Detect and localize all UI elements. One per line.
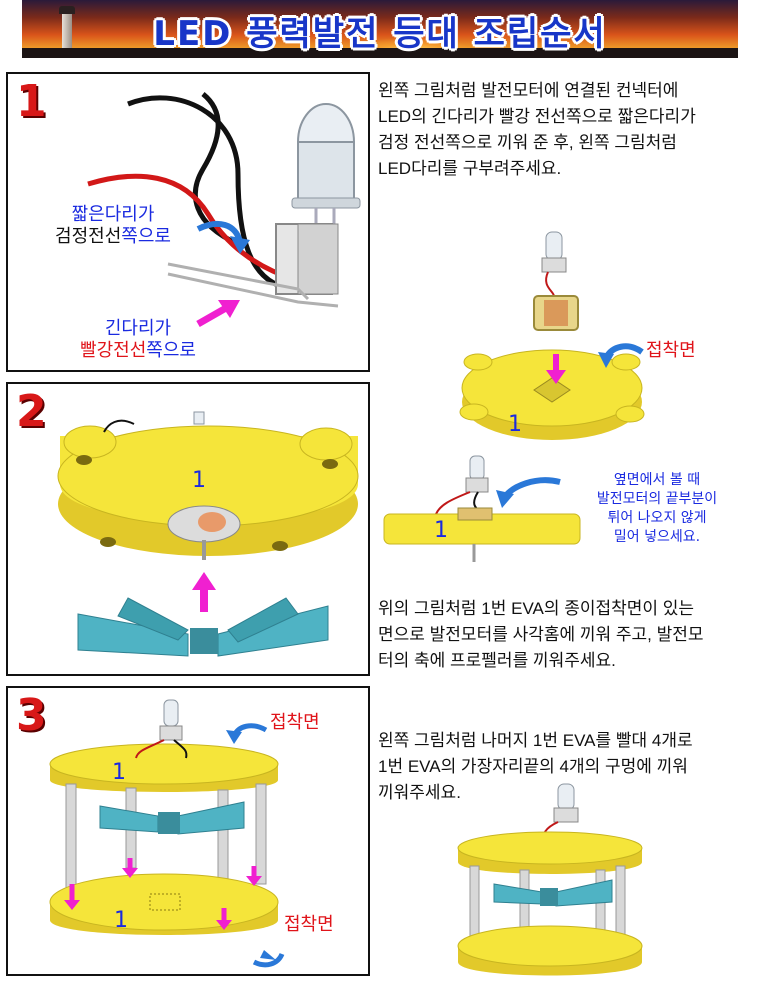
step-3-description: 왼쪽 그림처럼 나머지 1번 EVA를 빨대 4개로 1번 EVA의 가장자리끝… <box>378 728 750 806</box>
desc-line: 검정 전선쪽으로 끼워 준 후, 왼쪽 그림처럼 <box>378 133 677 152</box>
adhesive-label-top: 접착면 <box>270 712 320 733</box>
adhesive-label-side: 접착면 <box>646 340 696 361</box>
note-line: 튀어 나오지 않게 <box>607 510 707 526</box>
desc-line: LED의 긴다리가 빨강 전선쪽으로 짧은다리가 <box>378 107 696 126</box>
step-2-description: 위의 그림처럼 1번 EVA의 종이접착면이 있는 면으로 발전모터를 사각홈에… <box>378 596 758 674</box>
desc-line: 끼워주세요. <box>378 783 461 802</box>
part-number-top: 1 <box>112 760 126 785</box>
step-1-panel: 1 짧은다리가 검정전선쪽으로 긴다리가 빨강전선쪽으로 <box>6 72 370 372</box>
desc-line: 면으로 발전모터를 사각홈에 끼워 주고, 발전모 <box>378 625 704 644</box>
desc-line: 위의 그림처럼 1번 EVA의 종이접착면이 있는 <box>378 599 695 618</box>
long-leg-line1: 긴다리가 <box>104 318 172 339</box>
straw-assembly-illustration <box>49 699 285 968</box>
part-number: 1 <box>192 468 206 493</box>
propeller-attach-illustration <box>57 411 359 657</box>
short-leg-line1: 짧은다리가 <box>71 204 155 225</box>
header-banner: LED 풍력발전 등대 조립순서 <box>22 0 738 58</box>
step-2-panel: 2 1 <box>6 382 370 676</box>
note-line: 밀어 넣으세요. <box>613 529 701 545</box>
part-number-side: 1 <box>434 518 448 543</box>
led-connector-illustration <box>87 92 361 328</box>
short-leg-suffix: 쪽으로 <box>121 226 171 247</box>
side-view-note: 옆면에서 볼 때 발전모터의 끝부분이 튀어 나오지 않게 밀어 넣으세요. <box>560 471 754 547</box>
note-line: 발전모터의 끝부분이 <box>596 491 718 507</box>
horizon <box>22 48 738 58</box>
desc-line: 왼쪽 그림처럼 나머지 1번 EVA를 빨대 4개로 <box>378 731 693 750</box>
lighthouse-icon <box>59 6 75 50</box>
desc-line: 터의 축에 프로펠러를 끼워주세요. <box>378 651 616 670</box>
note-line: 옆면에서 볼 때 <box>613 472 701 488</box>
part-number-bottom: 1 <box>114 908 128 933</box>
part-number-disc: 1 <box>508 412 522 437</box>
long-leg-label: 긴다리가 빨강전선쪽으로 <box>48 318 228 362</box>
step-number: 1 <box>16 76 47 127</box>
short-leg-black-wire: 검정전선 <box>55 226 122 247</box>
page-title: LED 풍력발전 등대 조립순서 <box>153 14 607 54</box>
long-leg-red-wire: 빨강전선 <box>80 340 147 361</box>
desc-line: 왼쪽 그림처럼 발전모터에 연결된 컨넥터에 <box>378 81 679 100</box>
desc-line: LED다리를 구부려주세요. <box>378 159 562 178</box>
step-3-panel: 3 접착면 접착면 1 <box>6 686 370 976</box>
step-number: 3 <box>16 690 47 741</box>
desc-line: 1번 EVA의 가장자리끝의 4개의 구멍에 끼워 <box>378 757 688 776</box>
adhesive-label-bottom: 접착면 <box>284 914 334 935</box>
long-leg-suffix: 쪽으로 <box>146 340 196 361</box>
step-number: 2 <box>16 386 47 437</box>
step-1-description: 왼쪽 그림처럼 발전모터에 연결된 컨넥터에 LED의 긴다리가 빨강 전선쪽으… <box>378 78 750 182</box>
short-leg-label: 짧은다리가 검정전선쪽으로 <box>28 204 198 248</box>
